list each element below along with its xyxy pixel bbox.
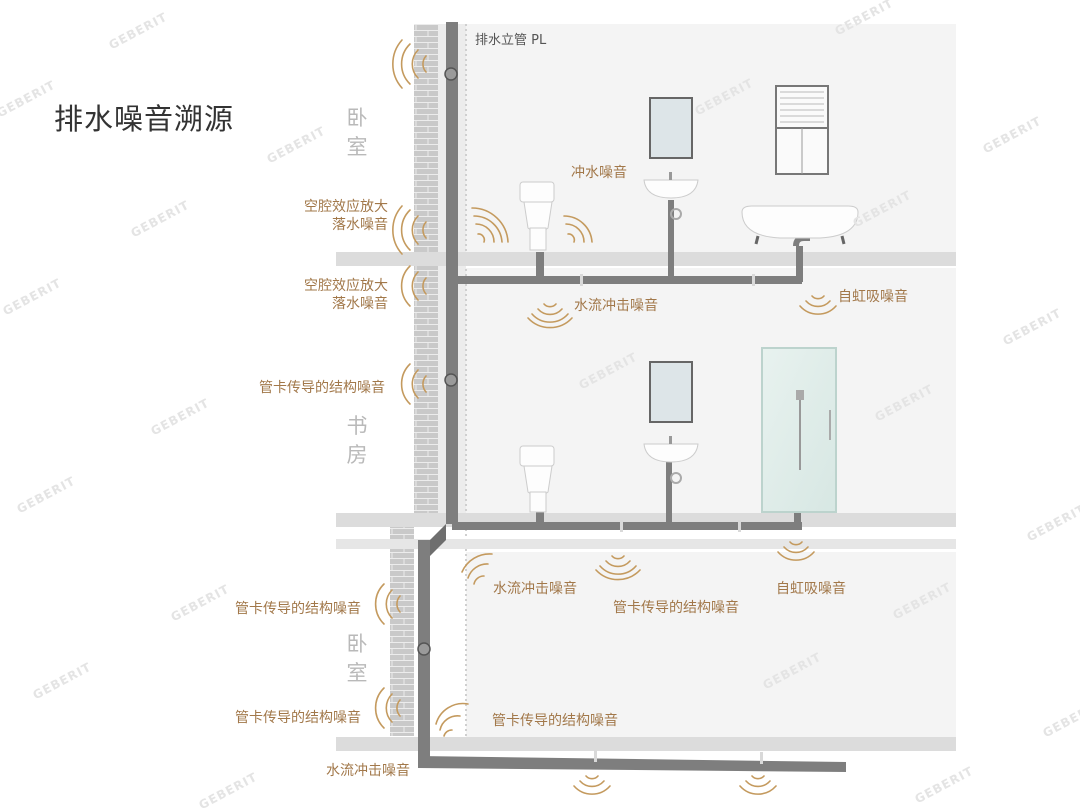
- room-char: 书: [346, 414, 368, 438]
- brick-wall-lower: [390, 524, 414, 736]
- pipe-clamp: [417, 642, 431, 656]
- label-water-impact-noise-1: 水流冲击噪音: [574, 298, 658, 314]
- label-siphon-noise-2: 自虹吸噪音: [776, 581, 846, 597]
- floor-slab-1: [336, 252, 956, 266]
- label-line: 空腔效应放大: [304, 199, 388, 215]
- shower-enclosure: [761, 347, 837, 513]
- floor-slab-3: [336, 737, 956, 751]
- middle-branch-pipe: [452, 522, 802, 530]
- label-line: 落水噪音: [332, 217, 388, 233]
- page-title: 排水噪音溯源: [54, 102, 235, 136]
- room-label-study: 书 房: [344, 412, 370, 470]
- label-cavity-noise-1: 空腔效应放大 落水噪音: [294, 198, 388, 234]
- brick-wall-upper: [414, 24, 438, 513]
- bathtub: [741, 205, 859, 245]
- room-label-bedroom-top: 卧 室: [344, 104, 370, 162]
- room-char: 卧: [346, 106, 368, 130]
- noise-waves: [374, 39, 837, 795]
- pipe-clamp: [444, 67, 458, 81]
- room-char: 室: [346, 135, 368, 159]
- label-line: 空腔效应放大: [304, 278, 388, 294]
- stack-pipe-label: 排水立管 PL: [475, 33, 547, 48]
- upper-branch-pipe: [452, 276, 802, 284]
- label-clamp-structure-noise-3: 管卡传导的结构噪音: [235, 601, 361, 617]
- label-water-impact-noise-3: 水流冲击噪音: [326, 763, 410, 779]
- lower-room-wall: [466, 552, 956, 737]
- label-siphon-noise-1: 自虹吸噪音: [838, 289, 908, 305]
- mirror-middle: [649, 361, 693, 423]
- washbasin-upper: [643, 172, 699, 220]
- vertical-stack-pipe: [446, 22, 458, 524]
- pipe-clamp: [444, 373, 458, 387]
- label-line: 落水噪音: [332, 296, 388, 312]
- toilet-upper: [519, 181, 555, 251]
- label-flush-noise: 冲水噪音: [571, 165, 627, 181]
- washbasin-middle: [643, 436, 699, 484]
- label-cavity-noise-2: 空腔效应放大 落水噪音: [294, 277, 388, 313]
- room-char: 房: [346, 443, 368, 467]
- room-char: 卧: [346, 632, 368, 656]
- label-clamp-structure-noise-2: 管卡传导的结构噪音: [613, 600, 739, 616]
- room-label-bedroom-bottom: 卧 室: [344, 630, 370, 688]
- label-clamp-structure-noise-1: 管卡传导的结构噪音: [259, 380, 385, 396]
- label-water-impact-noise-2: 水流冲击噪音: [493, 581, 577, 597]
- bottom-drain-pipe: [418, 756, 846, 772]
- room-char: 室: [346, 661, 368, 685]
- toilet-middle: [519, 445, 555, 513]
- label-clamp-structure-noise-5: 管卡传导的结构噪音: [492, 713, 618, 729]
- label-clamp-structure-noise-4: 管卡传导的结构噪音: [235, 710, 361, 726]
- mirror-upper: [649, 97, 693, 159]
